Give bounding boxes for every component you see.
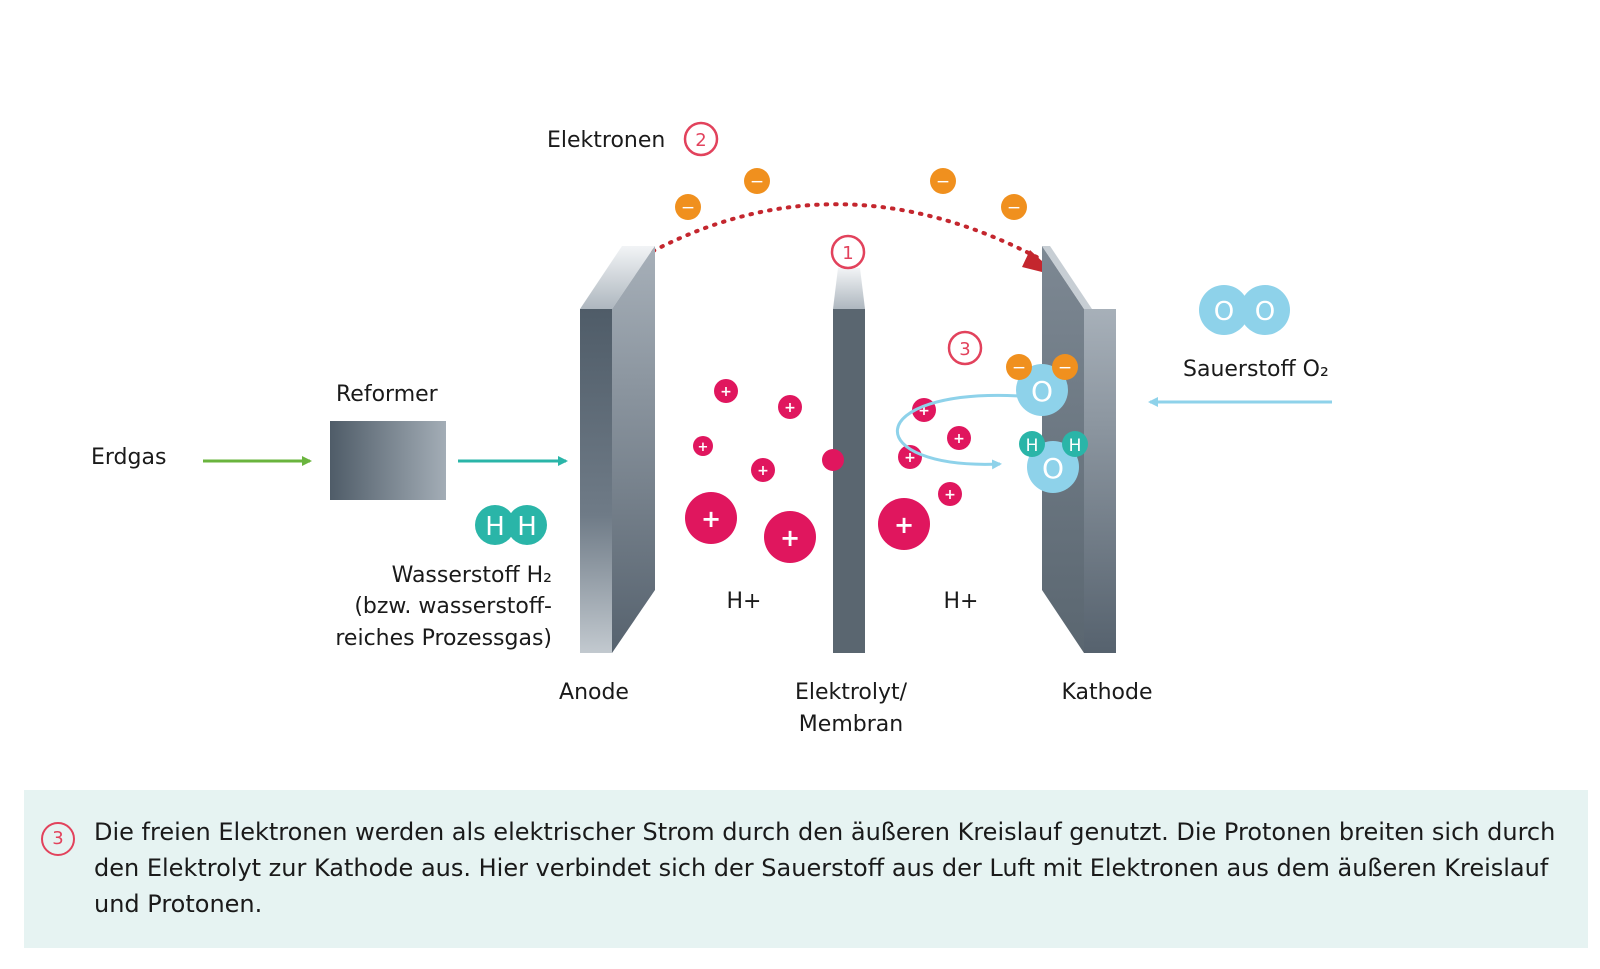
wasserstoff-label-line1: Wasserstoff H₂ (392, 563, 552, 588)
hydrogen-atom-label: H (485, 512, 505, 542)
hydrogen-atom-label: H (1026, 436, 1039, 456)
erdgas-label: Erdgas (91, 445, 166, 470)
electron: − (930, 168, 956, 194)
proton-small: + (947, 426, 971, 450)
proton-label-left: H+ (727, 589, 762, 614)
info-text: Die freien Elektronen werden als elektri… (94, 818, 1556, 918)
proton-small: + (778, 395, 802, 419)
info-badge-3: 3 (41, 822, 75, 856)
electron-path-dotted (626, 202, 1048, 267)
proton-label-right: H+ (944, 589, 979, 614)
wasserstoff-label-line2: (bzw. wasserstoff- (354, 594, 552, 619)
oxygen-atom-label: O (1255, 297, 1275, 327)
oxygen-atom-label: O (1042, 452, 1064, 485)
svg-text:+: + (904, 450, 916, 466)
wasserstoff-label-line3: reiches Prozessgas) (335, 626, 552, 651)
oxygen-molecule: O O (1199, 285, 1290, 335)
svg-text:−: − (1058, 358, 1072, 378)
svg-text:−: − (1007, 198, 1021, 218)
proton-large: + (764, 511, 816, 563)
elektronen-label: Elektronen (547, 128, 665, 153)
electron: − (1052, 354, 1078, 380)
badge-1-text: 1 (842, 243, 853, 264)
anode-label: Anode (559, 680, 629, 705)
proton-small: + (693, 436, 713, 456)
reformer-block (330, 421, 446, 500)
electron: − (1001, 194, 1027, 220)
reaction-loop-arrow (896, 393, 1021, 470)
membran-label-line2: Membran (799, 712, 903, 737)
kathode-label: Kathode (1061, 680, 1152, 705)
svg-text:−: − (750, 172, 764, 192)
badge-1: 1 (830, 234, 866, 270)
svg-text:−: − (1012, 358, 1026, 378)
membrane (833, 268, 865, 653)
badge-2-text: 2 (695, 130, 706, 151)
electron: − (1006, 354, 1032, 380)
sauerstoff-label: Sauerstoff O₂ (1183, 357, 1329, 382)
info-box: 3 Die freien Elektronen werden als elekt… (24, 790, 1588, 948)
svg-text:+: + (780, 524, 800, 552)
oxygen-atom-label: O (1031, 375, 1053, 408)
water-molecule: O H H (1019, 431, 1088, 493)
svg-text:+: + (944, 487, 956, 503)
svg-text:+: + (894, 511, 914, 539)
reformer-label: Reformer (336, 382, 439, 407)
svg-text:−: − (681, 198, 695, 218)
proton-small: + (751, 458, 775, 482)
proton-small: + (714, 379, 738, 403)
svg-text:+: + (918, 403, 930, 419)
proton-small: + (938, 482, 962, 506)
proton-small (822, 449, 844, 471)
svg-text:+: + (698, 440, 709, 455)
proton-large: + (878, 498, 930, 550)
svg-text:+: + (757, 463, 769, 479)
badge-3-text: 3 (959, 339, 970, 360)
oxygen-atom-upper: O (1016, 364, 1068, 416)
hydrogen-molecule: H H (475, 505, 547, 545)
svg-text:−: − (936, 172, 950, 192)
anode-plate (580, 246, 655, 653)
oxygen-atom-label: O (1214, 297, 1234, 327)
badge-3: 3 (947, 330, 983, 366)
membran-label-line1: Elektrolyt/ (795, 680, 908, 705)
svg-text:+: + (953, 431, 965, 447)
electron: − (675, 194, 701, 220)
electron: − (744, 168, 770, 194)
proton-large: + (685, 492, 737, 544)
badge-2: 2 (683, 121, 719, 157)
svg-text:+: + (701, 505, 721, 533)
svg-text:+: + (720, 384, 732, 400)
svg-text:+: + (784, 400, 796, 416)
hydrogen-atom-label: H (517, 512, 537, 542)
fuel-cell-diagram: Elektronen 2 − − − − Erdgas Reformer H H… (91, 121, 1332, 737)
hydrogen-atom-label: H (1069, 436, 1082, 456)
